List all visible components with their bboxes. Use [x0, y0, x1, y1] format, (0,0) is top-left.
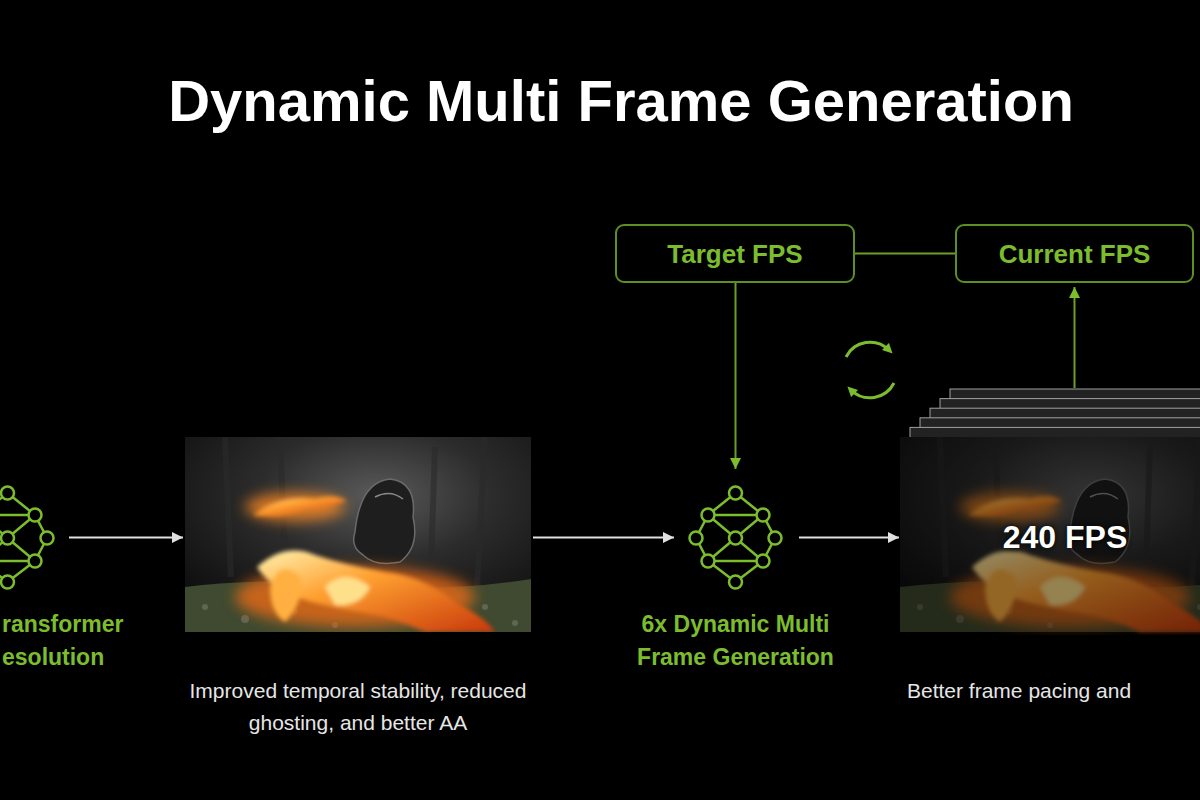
- network-node: 6x Dynamic Multi Frame Generation: [688, 485, 783, 590]
- flow-arrow: [533, 537, 674, 539]
- flow-arrow: [735, 283, 737, 469]
- network-icon: [0, 487, 54, 589]
- caption: Improved temporal stability, reduced gho…: [183, 675, 533, 739]
- connector-line: [855, 253, 955, 255]
- flow-arrow: [69, 537, 183, 539]
- caption: Better frame pacing and: [907, 675, 1200, 707]
- network-icon: [690, 487, 782, 589]
- flow-arrow: [799, 537, 899, 539]
- render-image: [185, 437, 531, 632]
- network-node: ransformer esolution: [0, 485, 55, 590]
- cycle-icon: [846, 342, 894, 398]
- box-label: Current FPS: [999, 238, 1151, 270]
- image-node: Improved temporal stability, reduced gho…: [185, 437, 531, 632]
- fps-value: 240 FPS: [900, 518, 1200, 556]
- fps-box: Target FPS: [615, 224, 855, 283]
- title: Dynamic Multi Frame Generation: [42, 66, 1200, 136]
- flow-arrow: [1074, 287, 1076, 388]
- frame-stack-node: 240 FPSBetter frame pacing and: [900, 389, 1200, 635]
- node-label: 6x Dynamic Multi Frame Generation: [611, 608, 861, 674]
- frame-stack: [900, 389, 1200, 635]
- node-label: ransformer esolution: [2, 608, 152, 674]
- box-label: Target FPS: [667, 238, 802, 270]
- fps-box: Current FPS: [955, 224, 1194, 283]
